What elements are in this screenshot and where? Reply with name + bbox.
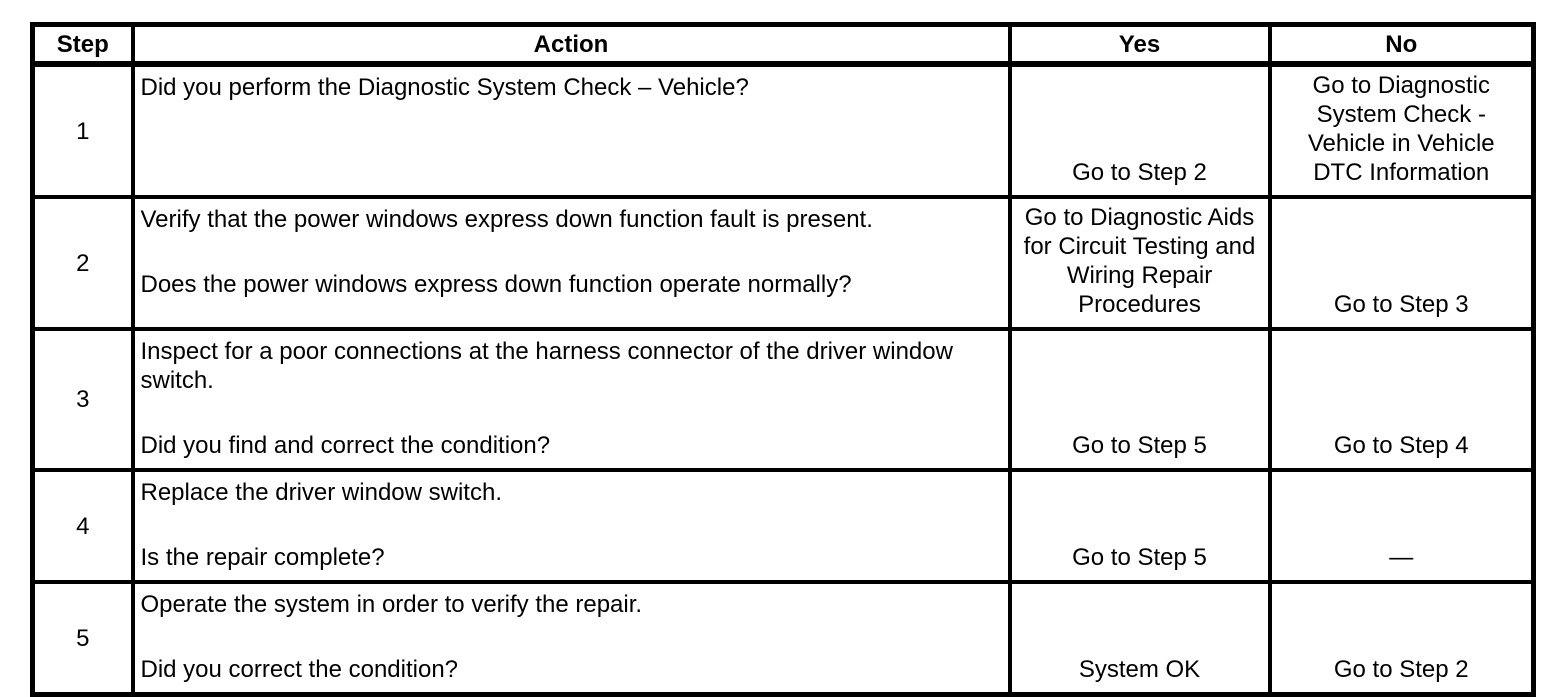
action-question: Does the power windows express down func…: [140, 271, 852, 298]
action-statement: Operate the system in order to verify th…: [140, 591, 643, 618]
action-question: Did you correct the condition?: [140, 656, 459, 683]
table-row: 2 Verify that the power windows express …: [30, 195, 1536, 331]
table-row: 4 Replace the driver window switch. Is t…: [30, 468, 1536, 584]
action-statement: Inspect for a poor connections at the ha…: [140, 338, 953, 394]
yes-cell: Go to Step 5: [1007, 468, 1272, 584]
no-cell: Go to Step 3: [1267, 195, 1536, 331]
table-row: 1 Did you perform the Diagnostic System …: [30, 62, 1536, 199]
yes-cell: Go to Step 5: [1007, 327, 1272, 472]
no-cell: Go to Diagnostic System Check - Vehicle …: [1267, 62, 1536, 199]
yes-cell: System OK: [1007, 580, 1272, 697]
action-cell: Verify that the power windows express do…: [130, 195, 1012, 331]
step-number: 3: [30, 327, 135, 472]
column-header-no: No: [1267, 22, 1536, 67]
column-header-yes: Yes: [1007, 22, 1272, 67]
action-cell: Inspect for a poor connections at the ha…: [130, 327, 1012, 472]
action-cell: Replace the driver window switch. Is the…: [130, 468, 1012, 584]
table-row: 3 Inspect for a poor connections at the …: [30, 327, 1536, 472]
yes-cell: Go to Diagnostic Aids for Circuit Testin…: [1007, 195, 1272, 331]
step-number: 2: [30, 195, 135, 331]
no-cell: —: [1267, 468, 1536, 584]
action-question: Did you perform the Diagnostic System Ch…: [140, 74, 749, 101]
column-header-step: Step: [30, 22, 135, 67]
table-row: 5 Operate the system in order to verify …: [30, 580, 1536, 697]
diagnostic-step-table: Step Action Yes No 1 Did you perform the…: [30, 22, 1536, 697]
action-cell: Operate the system in order to verify th…: [130, 580, 1012, 697]
action-statement: Verify that the power windows express do…: [140, 206, 873, 233]
header-row: Step Action Yes No: [30, 22, 1536, 67]
action-question: Did you find and correct the condition?: [140, 432, 551, 459]
step-number: 5: [30, 580, 135, 697]
column-header-action: Action: [130, 22, 1012, 67]
no-cell: Go to Step 4: [1267, 327, 1536, 472]
diagnostic-table-container: Step Action Yes No 1 Did you perform the…: [30, 22, 1536, 697]
action-question: Is the repair complete?: [140, 544, 385, 571]
step-number: 1: [30, 62, 135, 199]
action-statement: Replace the driver window switch.: [140, 479, 503, 506]
action-cell: Did you perform the Diagnostic System Ch…: [130, 62, 1012, 199]
yes-cell: Go to Step 2: [1007, 62, 1272, 199]
no-cell: Go to Step 2: [1267, 580, 1536, 697]
step-number: 4: [30, 468, 135, 584]
